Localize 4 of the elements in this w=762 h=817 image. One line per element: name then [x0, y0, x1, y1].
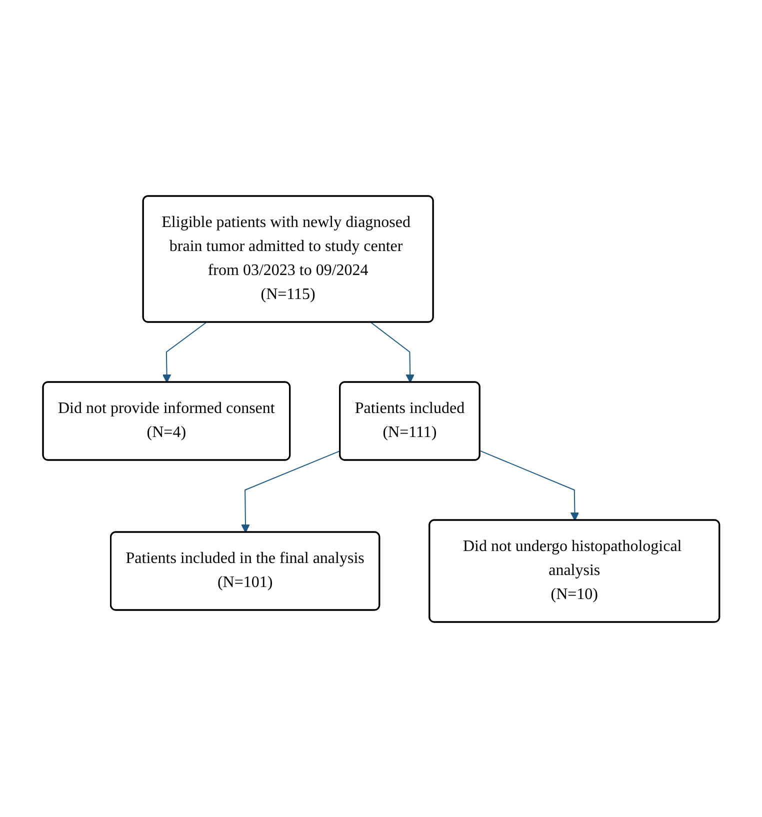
arrow — [240, 450, 341, 532]
arrow — [162, 322, 206, 382]
arrow — [479, 450, 579, 520]
arrow — [370, 322, 414, 382]
